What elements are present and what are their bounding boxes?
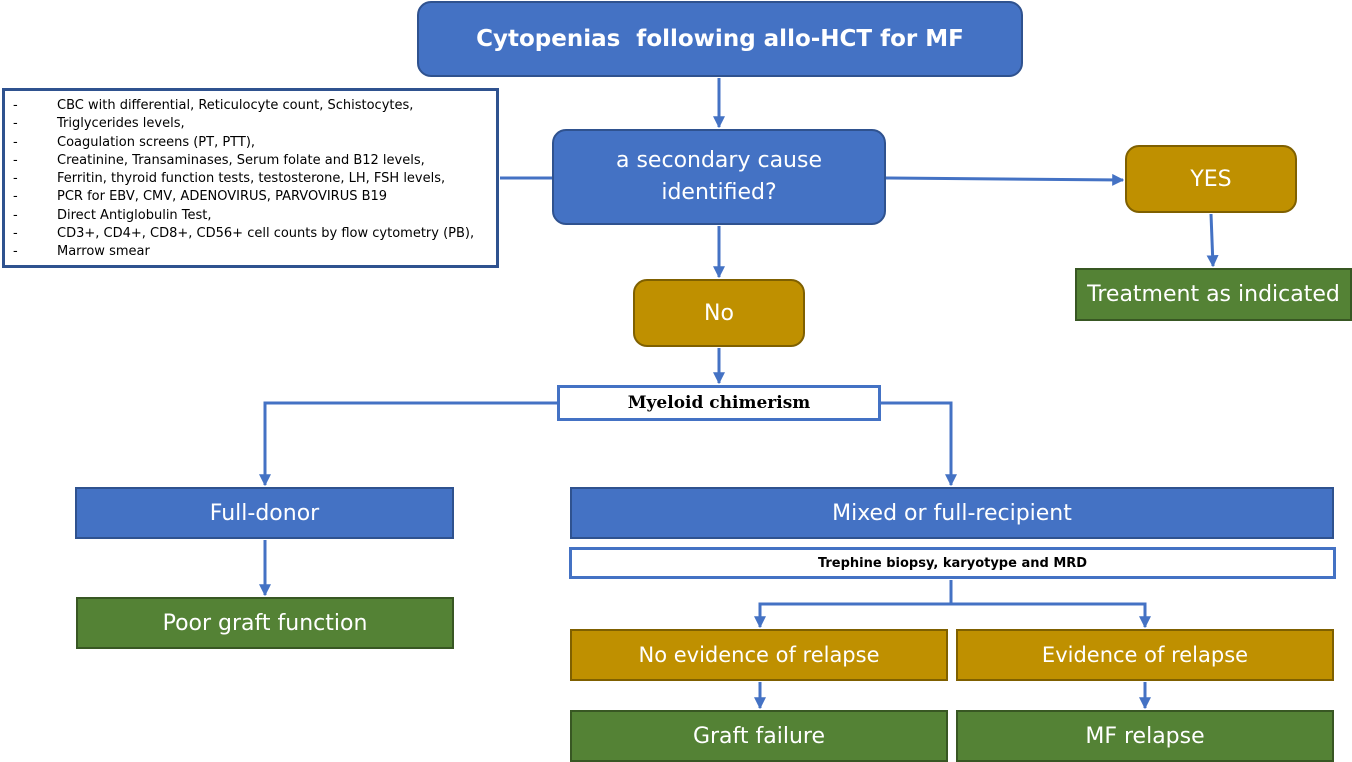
test-item-text: Ferritin, thyroid function tests, testos…: [57, 171, 446, 187]
test-item-text: Direct Antiglobulin Test,: [57, 207, 212, 223]
test-item: - CD3+, CD4+, CD8+, CD56+ cell counts by …: [13, 225, 492, 243]
myeloid-chimerism-node: Myeloid chimerism: [557, 385, 881, 421]
trephine-text: Trephine biopsy, karyotype and MRD: [817, 555, 1088, 571]
bullet-dash: -: [13, 134, 18, 150]
test-item: - Direct Antiglobulin Test,: [13, 207, 492, 225]
title-text: Cytopenias following allo-HCT for MF: [476, 26, 964, 52]
treatment-node: Treatment as indicated: [1075, 268, 1352, 321]
bullet-dash: -: [13, 152, 18, 168]
secondary-cause-question-node: a secondary cause identified?: [552, 129, 886, 225]
bullet-dash: -: [13, 226, 18, 242]
bullet-dash: -: [13, 98, 18, 113]
test-item-text: Triglycerides levels,: [57, 116, 185, 132]
question-line-1: a secondary cause: [616, 148, 822, 173]
test-item: - Ferritin, thyroid function tests, testo…: [13, 170, 492, 188]
yes-node: YES: [1125, 145, 1297, 213]
tests-list: - CBC with differential, Reticulocyte cou…: [2, 88, 499, 268]
full-donor-node: Full-donor: [75, 487, 454, 539]
bullet-dash: -: [13, 116, 18, 132]
bullet-dash: -: [13, 189, 18, 205]
mf-relapse-node: MF relapse: [956, 710, 1334, 762]
evidence-node: Evidence of relapse: [956, 629, 1334, 681]
arrow-trephine-to-no-evidence: [754, 580, 953, 629]
arrow-myeloid-to-full-donor: [259, 401, 557, 487]
test-item-text: CD3+, CD4+, CD8+, CD56+ cell counts by f…: [57, 226, 475, 242]
myeloid-chimerism-text: Myeloid chimerism: [627, 393, 811, 413]
trephine-node: Trephine biopsy, karyotype and MRD: [569, 547, 1336, 579]
graft-failure-text: Graft failure: [692, 723, 826, 749]
arrow-trephine-to-evidence: [951, 602, 1151, 629]
test-item: - Triglycerides levels,: [13, 115, 492, 133]
test-item-text: Creatinine, Transaminases, Serum folate …: [57, 152, 425, 168]
test-item: - Creatinine, Transaminases, Serum folate…: [13, 152, 492, 170]
arrow-yes-to-treatment: [1206, 213, 1219, 268]
no-evidence-text: No evidence of relapse: [638, 643, 880, 667]
mixed-node: Mixed or full-recipient: [570, 487, 1334, 539]
test-item-text: Coagulation screens (PT, PTT),: [57, 134, 256, 150]
question-line-2: identified?: [661, 180, 777, 205]
bullet-dash: -: [13, 207, 18, 223]
yes-text: YES: [1190, 166, 1232, 192]
treatment-text: Treatment as indicated: [1087, 282, 1340, 307]
mixed-text: Mixed or full-recipient: [832, 500, 1072, 526]
test-item-text: PCR for EBV, CMV, ADENOVIRUS, PARVOVIRUS…: [57, 189, 388, 205]
arrow-myeloid-to-mixed: [881, 401, 957, 487]
test-item-text: Marrow smear: [57, 244, 150, 260]
no-evidence-node: No evidence of relapse: [570, 629, 948, 681]
evidence-text: Evidence of relapse: [1041, 643, 1249, 667]
no-text: No: [704, 300, 734, 326]
bullet-dash: -: [13, 171, 18, 187]
mf-relapse-text: MF relapse: [1085, 723, 1205, 749]
arrow-question-to-yes: [885, 173, 1125, 186]
no-node: No: [633, 279, 805, 347]
poor-graft-function-node: Poor graft function: [76, 597, 454, 649]
test-item-text: CBC with differential, Reticulocyte coun…: [57, 98, 414, 113]
graft-failure-node: Graft failure: [570, 710, 948, 762]
bullet-dash: -: [13, 244, 18, 260]
test-item: - Marrow smear: [13, 243, 492, 261]
test-item: - PCR for EBV, CMV, ADENOVIRUS, PARVOVIRU…: [13, 188, 492, 206]
test-item: - Coagulation screens (PT, PTT),: [13, 134, 492, 152]
title-node: Cytopenias following allo-HCT for MF: [417, 1, 1023, 77]
poor-graft-function-text: Poor graft function: [162, 610, 368, 636]
test-item: - CBC with differential, Reticulocyte cou…: [13, 97, 492, 115]
full-donor-text: Full-donor: [209, 500, 320, 526]
